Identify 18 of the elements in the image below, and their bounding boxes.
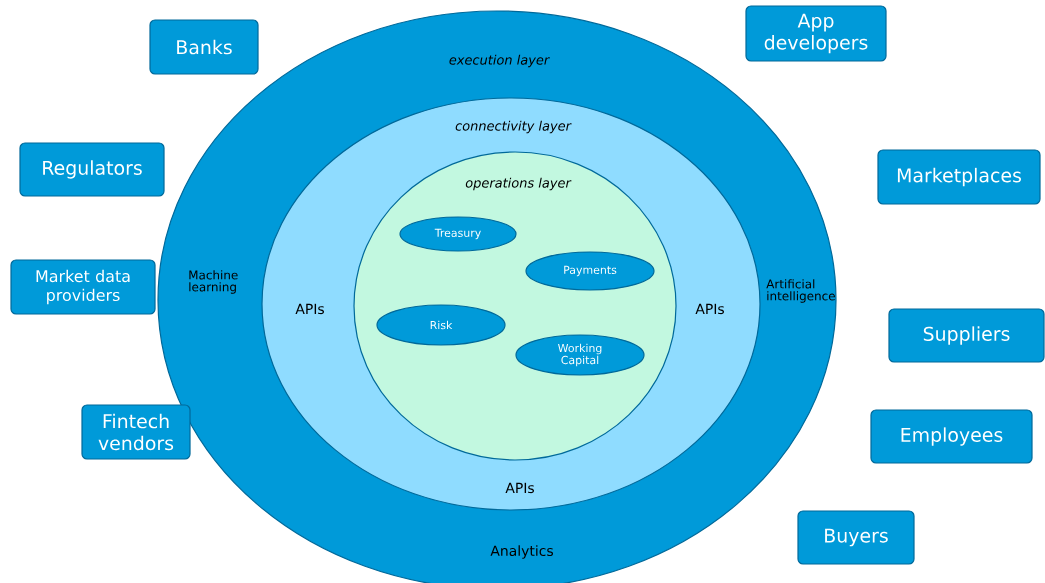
layer-title: operations layer — [465, 177, 572, 191]
layer-label: APIs — [505, 482, 534, 494]
layer-label: Analytics — [490, 545, 553, 559]
stakeholder-box: Banks — [149, 19, 259, 75]
stakeholder-box: Marketplaces — [877, 149, 1041, 205]
stakeholder-box: Regulators — [19, 142, 165, 197]
stakeholder-box: Suppliers — [888, 308, 1045, 363]
layer-label: APIs — [695, 303, 724, 315]
layer-label: Machine learning — [189, 270, 238, 294]
stakeholder-box: App developers — [745, 5, 887, 62]
layer-title: connectivity layer — [455, 120, 572, 134]
layer-label: APIs — [295, 303, 324, 315]
stakeholder-box: Market data providers — [10, 259, 156, 315]
layer-label: Artificial intelligence — [766, 279, 835, 303]
stakeholder-box: Buyers — [797, 510, 915, 565]
layer-title: execution layer — [449, 54, 550, 68]
stakeholder-box: Fintech vendors — [81, 404, 191, 460]
stakeholder-box: Employees — [870, 409, 1033, 464]
